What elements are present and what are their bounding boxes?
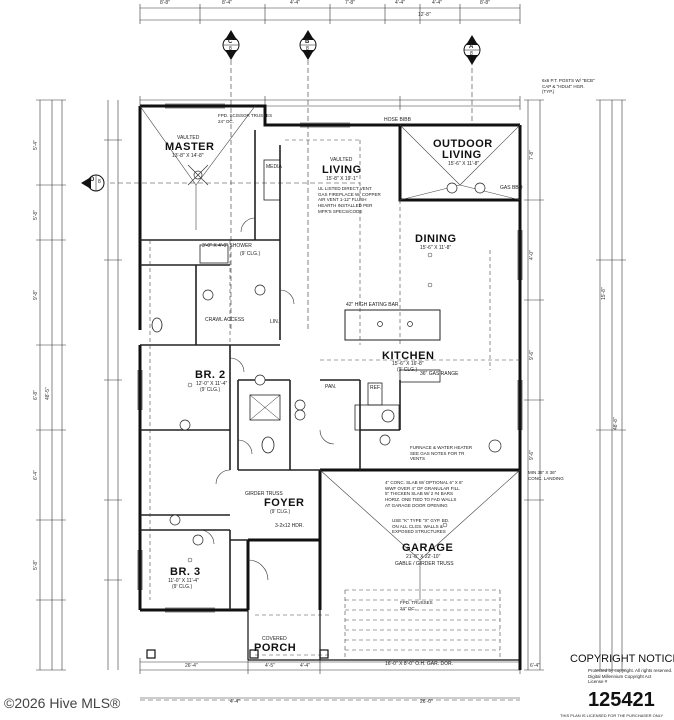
- dim-right-5: 15'-8": [601, 287, 607, 300]
- dim-top-4: 7'-8": [345, 0, 355, 6]
- room-porch: PORCH: [254, 642, 297, 654]
- dim-right-1: 7'-8": [529, 150, 535, 160]
- garage-size: 21'-8" X 22'-10": [406, 554, 441, 560]
- br3-clg: (9' CLG.): [172, 584, 193, 590]
- fireplace-note: UL LISTED DIRECT VENT GAS FIREPLACE W/ C…: [318, 186, 381, 214]
- plan-number: 125421: [588, 689, 655, 711]
- ref-label: REF.: [370, 385, 381, 391]
- linen-label: LIN.: [270, 319, 280, 325]
- dim-right-2: 4'-0": [529, 250, 535, 260]
- dim-top-6: 4'-4": [432, 0, 442, 6]
- dim-right-3: 9'-6": [529, 350, 535, 360]
- br2-clg: (9' CLG.): [200, 387, 221, 393]
- dim-left-4: 6'-8": [33, 390, 39, 400]
- gas-range-label: 36" GAS RANGE: [420, 371, 459, 377]
- room-garage: GARAGE: [402, 542, 454, 554]
- foyer-clg: (9' CLG.): [270, 509, 291, 515]
- dim-top-5: 4'-4": [395, 0, 405, 6]
- room-br3: BR. 3: [170, 566, 201, 578]
- room-outdoor-living-2: LIVING: [442, 149, 482, 161]
- furnace-note: FURNACE & WATER HEATER SEE GAS NOTES FOR…: [410, 445, 473, 462]
- gable-girder-label: GABLE / GIRDER TRUSS: [395, 561, 454, 567]
- dim-left-5: 6'-4": [33, 470, 39, 480]
- dim-left-1: 5'-4": [33, 140, 39, 150]
- shower-label: 3'-0" X 4'-0" SHOWER: [202, 243, 252, 249]
- dim-top-8: 12'-8": [418, 12, 431, 18]
- dim-right-4: 9'-6": [529, 450, 535, 460]
- room-dining: DINING: [415, 233, 457, 245]
- garage-door-label: 16'-0" X 8'-0" O.H. GAR. DOR.: [385, 661, 453, 667]
- dim-bottom-5: 26'-0": [420, 699, 433, 705]
- dim-left-6: 5'-8": [33, 560, 39, 570]
- dim-top-3: 4'-4": [290, 0, 300, 6]
- slab-note: 4" CONC. SLAB W/ OPTIONAL 6" X 6" WWF OV…: [385, 480, 464, 508]
- media-label: MEDIA: [266, 164, 282, 170]
- dining-size: 15'-6" X 11'-8": [420, 245, 452, 251]
- gyp-note: USE "K" TYPE "X" GYP. BD. ON ALL CLGS. W…: [392, 518, 450, 535]
- room-outdoor-living: OUTDOOR: [433, 138, 493, 150]
- master-ceiling: VAULTED: [177, 135, 200, 141]
- section-mark-a: A: [469, 44, 474, 50]
- dim-top-7: 8'-8": [480, 0, 490, 6]
- dim-bottom-2: 4'-5": [265, 663, 275, 669]
- porch-covered: COVERED: [262, 636, 287, 642]
- kitchen-clg: (9' CLG.): [397, 367, 418, 373]
- br2-size: 12'-0" X 11'-4": [196, 381, 228, 387]
- girder-truss-label: GIRDER TRUSS: [245, 491, 283, 497]
- br3-size: 11'-0" X 11'-4": [168, 578, 199, 584]
- dim-bottom-4: 4'-4": [230, 699, 240, 705]
- room-kitchen: KITCHEN: [382, 350, 435, 362]
- section-mark-b-num: 8: [306, 46, 309, 52]
- eating-bar-label: 42" HIGH EATING BAR: [346, 302, 399, 308]
- dim-left-3: 9'-8": [33, 290, 39, 300]
- gas-bbq-label: GAS BBQ: [500, 185, 523, 191]
- living-ceiling: VAULTED: [330, 157, 353, 163]
- dim-top-1: 8'-8": [160, 0, 170, 6]
- dim-top-2: 8'-4": [222, 0, 232, 6]
- section-mark-a-num: 8: [470, 51, 473, 57]
- posts-note: 6x6 P.T. POSTS W/ "BCB" CAP & "HDU4" HGR…: [542, 78, 595, 95]
- room-master: MASTER: [165, 141, 215, 153]
- room-living: LIVING: [322, 164, 362, 176]
- dim-bottom-3: 4'-4": [300, 663, 310, 669]
- landing-note: MIN 36" X 36" CONC. LANDING: [528, 470, 564, 481]
- copyright-lines: Protected by copyright. All rights reser…: [588, 668, 673, 685]
- trusses-top-note: FPD. SCISSOR TRUSSES 24" OC.: [218, 113, 273, 124]
- wic-clg: (9' CLG.): [240, 251, 261, 257]
- dim-left-total: 48'-5": [45, 387, 51, 400]
- room-br2: BR. 2: [195, 369, 226, 381]
- section-mark-d-num: 8: [98, 179, 101, 185]
- dim-bottom-1: 26'-4": [185, 663, 198, 669]
- master-size: 13'-8" X 14'-8": [172, 153, 204, 159]
- section-mark-d: D: [90, 177, 95, 183]
- living-size: 15'-8" X 19'-1": [326, 176, 358, 182]
- kitchen-size: 15'-6" X 16'-8": [392, 361, 424, 367]
- fpd-trusses-note: FPD. TRUSSES 24" OC.: [400, 600, 433, 611]
- hose-bibb-label: HOSE BIBB: [384, 117, 411, 123]
- outdoor-size: 15'-6" X 11'-8": [448, 161, 480, 167]
- header-label: 3-2x12 HDR.: [275, 523, 304, 529]
- crawl-access: CRAWL ACCESS: [205, 317, 245, 323]
- pantry-label: PAN.: [325, 384, 337, 390]
- room-foyer: FOYER: [264, 497, 305, 509]
- copyright-title: COPYRIGHT NOTICE: [570, 653, 674, 665]
- copyright-footer: THIS PLAN IS LICENSED FOR THE PURCHASER …: [560, 713, 664, 718]
- section-mark-b: B: [305, 39, 310, 45]
- dim-right-total: 48'-8": [613, 417, 619, 430]
- section-mark-c-num: 8: [229, 46, 232, 52]
- section-mark-c: C: [228, 39, 233, 45]
- dim-bottom-6: 6'-4": [530, 663, 540, 669]
- dim-left-2: 5'-8": [33, 210, 39, 220]
- mls-watermark: ©2026 Hive MLS®: [4, 695, 121, 711]
